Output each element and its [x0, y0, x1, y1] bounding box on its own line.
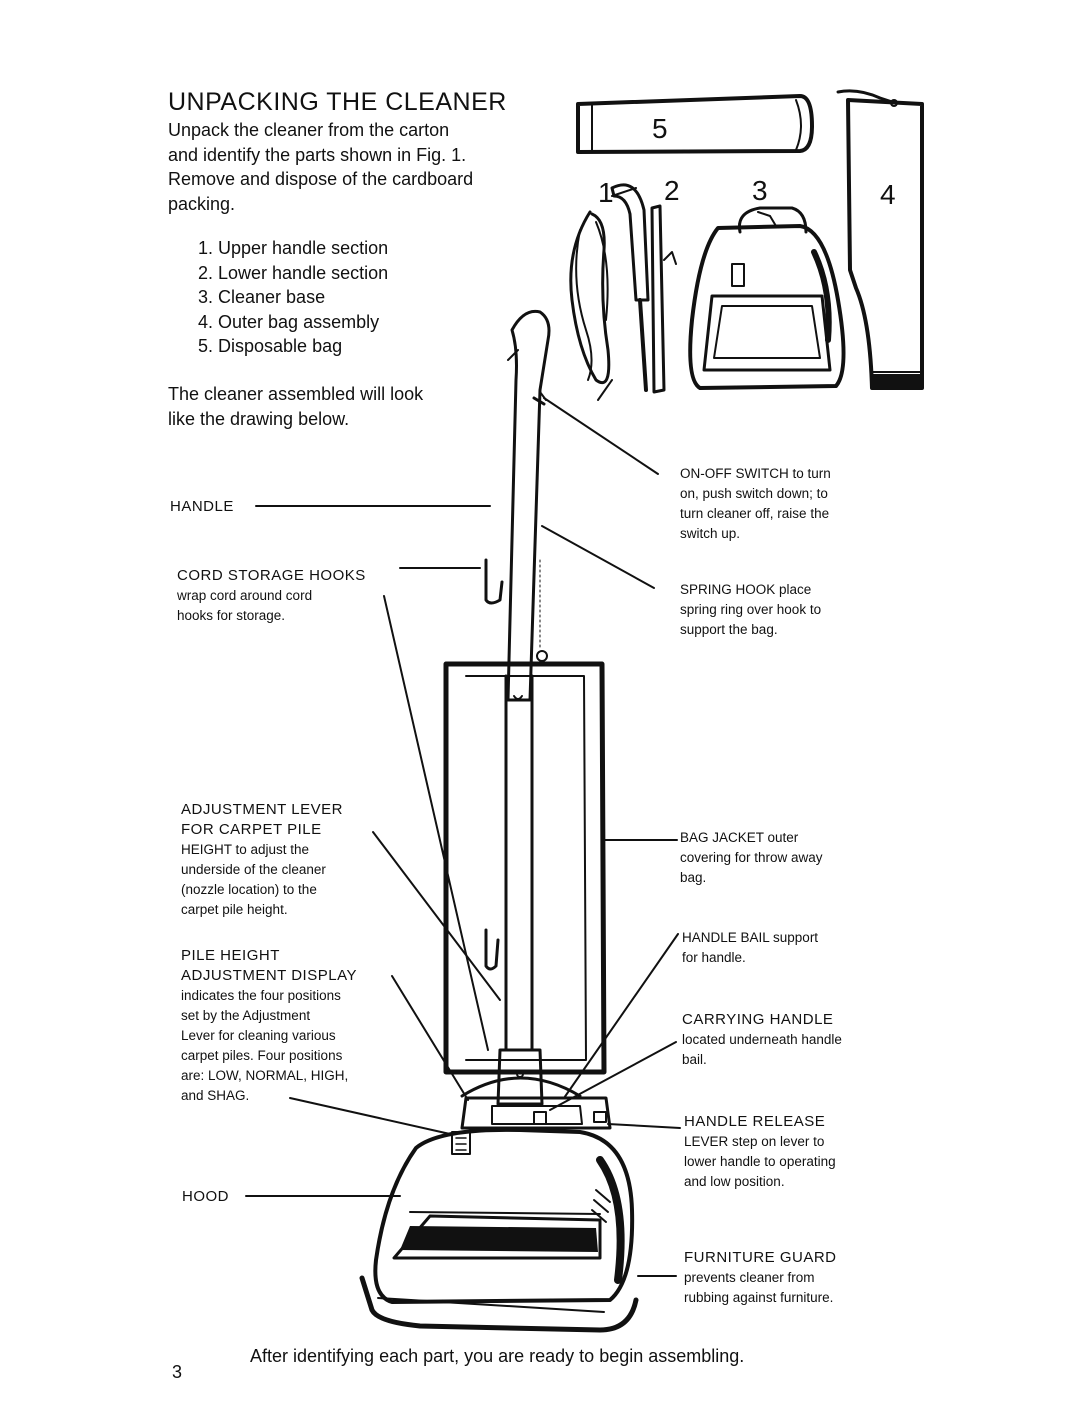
- callout-pile-display: PILE HEIGHT ADJUSTMENT DISPLAY indicates…: [181, 947, 357, 1103]
- disposable-bag-figure: [576, 94, 814, 154]
- page-number: 3: [172, 1362, 183, 1382]
- callout-bag-jacket: BAG JACKET outer covering for throw away…: [680, 830, 823, 885]
- intro-line: packing.: [168, 193, 236, 214]
- assembled-cleaner: [359, 309, 639, 1333]
- callout-leaders: [245, 397, 681, 1277]
- parts-list-item: 1. Upper handle section: [198, 238, 389, 258]
- assembled-line: like the drawing below.: [168, 408, 350, 429]
- intro-line: Unpack the cleaner from the carton: [168, 120, 450, 140]
- callout-adjustment-lever: ADJUSTMENT LEVER FOR CARPET PILE HEIGHT …: [181, 801, 343, 917]
- assembled-note: The cleaner assembled will look like the…: [168, 382, 423, 431]
- parts-list-item: 5. Disposable bag: [198, 336, 343, 356]
- lower-handle-figure: [650, 204, 677, 394]
- figure-number-3: 3: [752, 175, 768, 206]
- upper-handle-figure: [569, 183, 650, 401]
- outer-bag-figure: [836, 89, 924, 390]
- parts-list-item: 4. Outer bag assembly: [198, 311, 380, 332]
- intro-line: and identify the parts shown in Fig. 1.: [168, 144, 467, 165]
- cleaner-base-figure: [688, 206, 846, 390]
- parts-list: 1. Upper handle section 2. Lower handle …: [198, 236, 388, 359]
- intro-paragraph: Unpack the cleaner from the carton and i…: [168, 118, 568, 216]
- callout-cord-storage: CORD STORAGE HOOKS wrap cord around cord…: [177, 567, 366, 623]
- callout-carrying-handle: CARRYING HANDLE located underneath handl…: [682, 1011, 842, 1067]
- figure-number-4: 4: [880, 179, 896, 210]
- parts-list-item: 2. Lower handle section: [198, 262, 389, 283]
- assembled-line: The cleaner assembled will look: [168, 384, 424, 404]
- figure-number-1: 1: [598, 177, 614, 208]
- figure-number-5: 5: [652, 113, 668, 144]
- parts-list-item: 3. Cleaner base: [198, 287, 326, 307]
- callout-handle-release: HANDLE RELEASE LEVER step on lever to lo…: [684, 1113, 836, 1189]
- callout-spring-hook: SPRING HOOK place spring ring over hook …: [680, 582, 822, 637]
- intro-line: Remove and dispose of the cardboard: [168, 169, 474, 189]
- callout-handle-bail: HANDLE BAIL support for handle.: [682, 930, 819, 965]
- callout-furniture-guard: FURNITURE GUARD prevents cleaner from ru…: [684, 1249, 837, 1305]
- footer-instruction: After identifying each part, you are rea…: [250, 1346, 745, 1366]
- callout-handle: HANDLE: [170, 498, 234, 515]
- figure-number-2: 2: [664, 175, 680, 206]
- callout-hood: HOOD: [182, 1188, 229, 1205]
- callout-on-off-switch: ON-OFF SWITCH to turn on, push switch do…: [680, 466, 831, 541]
- page-title: UNPACKING THE CLEANER: [168, 88, 507, 116]
